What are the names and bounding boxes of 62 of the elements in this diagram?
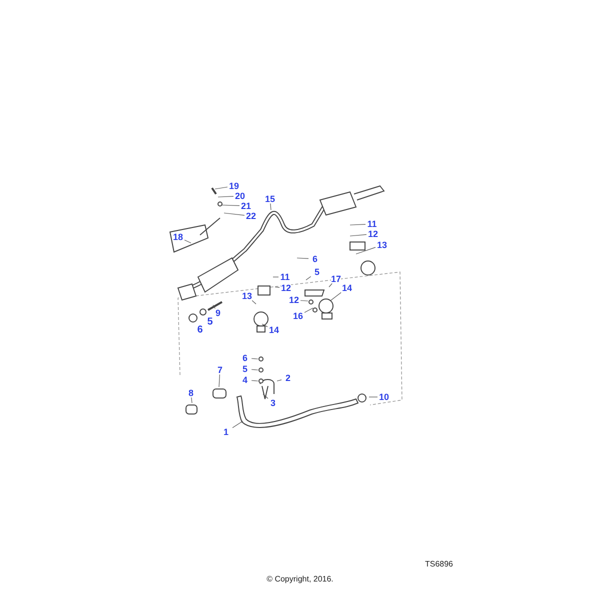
leader-line: [300, 300, 308, 302]
leader-line: [272, 276, 279, 278]
callout-number: 15: [265, 195, 275, 203]
callout-number: 6: [242, 354, 248, 362]
callout-number: 5: [242, 365, 248, 373]
callout-number: 5: [207, 316, 213, 328]
leader-line: [218, 374, 220, 388]
leader-line: [304, 308, 314, 313]
leader-line: [262, 324, 268, 328]
leader-line: [252, 300, 256, 304]
leader-line: [218, 196, 234, 198]
leader-line: [214, 186, 228, 190]
callout-number: 12: [289, 296, 299, 304]
leader-line: [330, 292, 342, 302]
callout-number: 21: [241, 202, 251, 210]
callout-number: 22: [246, 212, 256, 220]
leader-line: [328, 283, 332, 288]
callout-number: 13: [242, 292, 252, 300]
callout-number: 14: [342, 284, 352, 292]
leader-line: [350, 224, 366, 226]
leader-line: [191, 397, 192, 404]
callout-number: 12: [281, 284, 291, 292]
leader-line: [220, 204, 240, 206]
callout-number: 16: [293, 312, 303, 320]
leader-line: [232, 420, 244, 428]
leader-line: [262, 394, 268, 399]
callout-number: 13: [377, 241, 387, 249]
leader-line: [224, 212, 245, 216]
callout-number: 19: [229, 182, 239, 190]
leader-line: [368, 396, 378, 398]
callout-number: 11: [367, 220, 377, 228]
leader-line: [270, 203, 272, 210]
leader-line: [306, 276, 312, 280]
copyright-note: © Copyright, 2016.: [266, 576, 334, 584]
leader-line: [296, 258, 309, 259]
callout-number: 14: [269, 326, 279, 334]
leader-line: [212, 304, 216, 309]
callout-number: 5: [314, 268, 320, 276]
callout-number: 1: [224, 428, 228, 436]
leader-line: [276, 380, 282, 382]
callout-number: 20: [235, 192, 245, 200]
leader-line: [274, 286, 280, 288]
leader-line: [184, 240, 192, 244]
callout-number: 10: [379, 393, 389, 401]
drawing-number: TS6896: [424, 560, 454, 570]
callout-number: 8: [188, 389, 194, 397]
callout-number: 6: [197, 324, 203, 336]
callout-number: 6: [312, 255, 318, 263]
callout-number: 18: [173, 233, 183, 241]
callout-number: 3: [270, 399, 276, 407]
callout-number: 12: [368, 230, 378, 238]
callout-number: 17: [331, 275, 341, 283]
leader-line: [251, 369, 258, 370]
callout-number: 7: [218, 366, 222, 374]
leader-line: [251, 358, 258, 360]
callout-number: 4: [242, 376, 248, 384]
callout-number: 2: [286, 374, 290, 382]
callout-number: 11: [280, 273, 290, 281]
callout-number: 9: [216, 309, 220, 317]
leader-line: [356, 247, 376, 254]
leader-line: [350, 234, 367, 236]
leader-line: [251, 380, 258, 382]
